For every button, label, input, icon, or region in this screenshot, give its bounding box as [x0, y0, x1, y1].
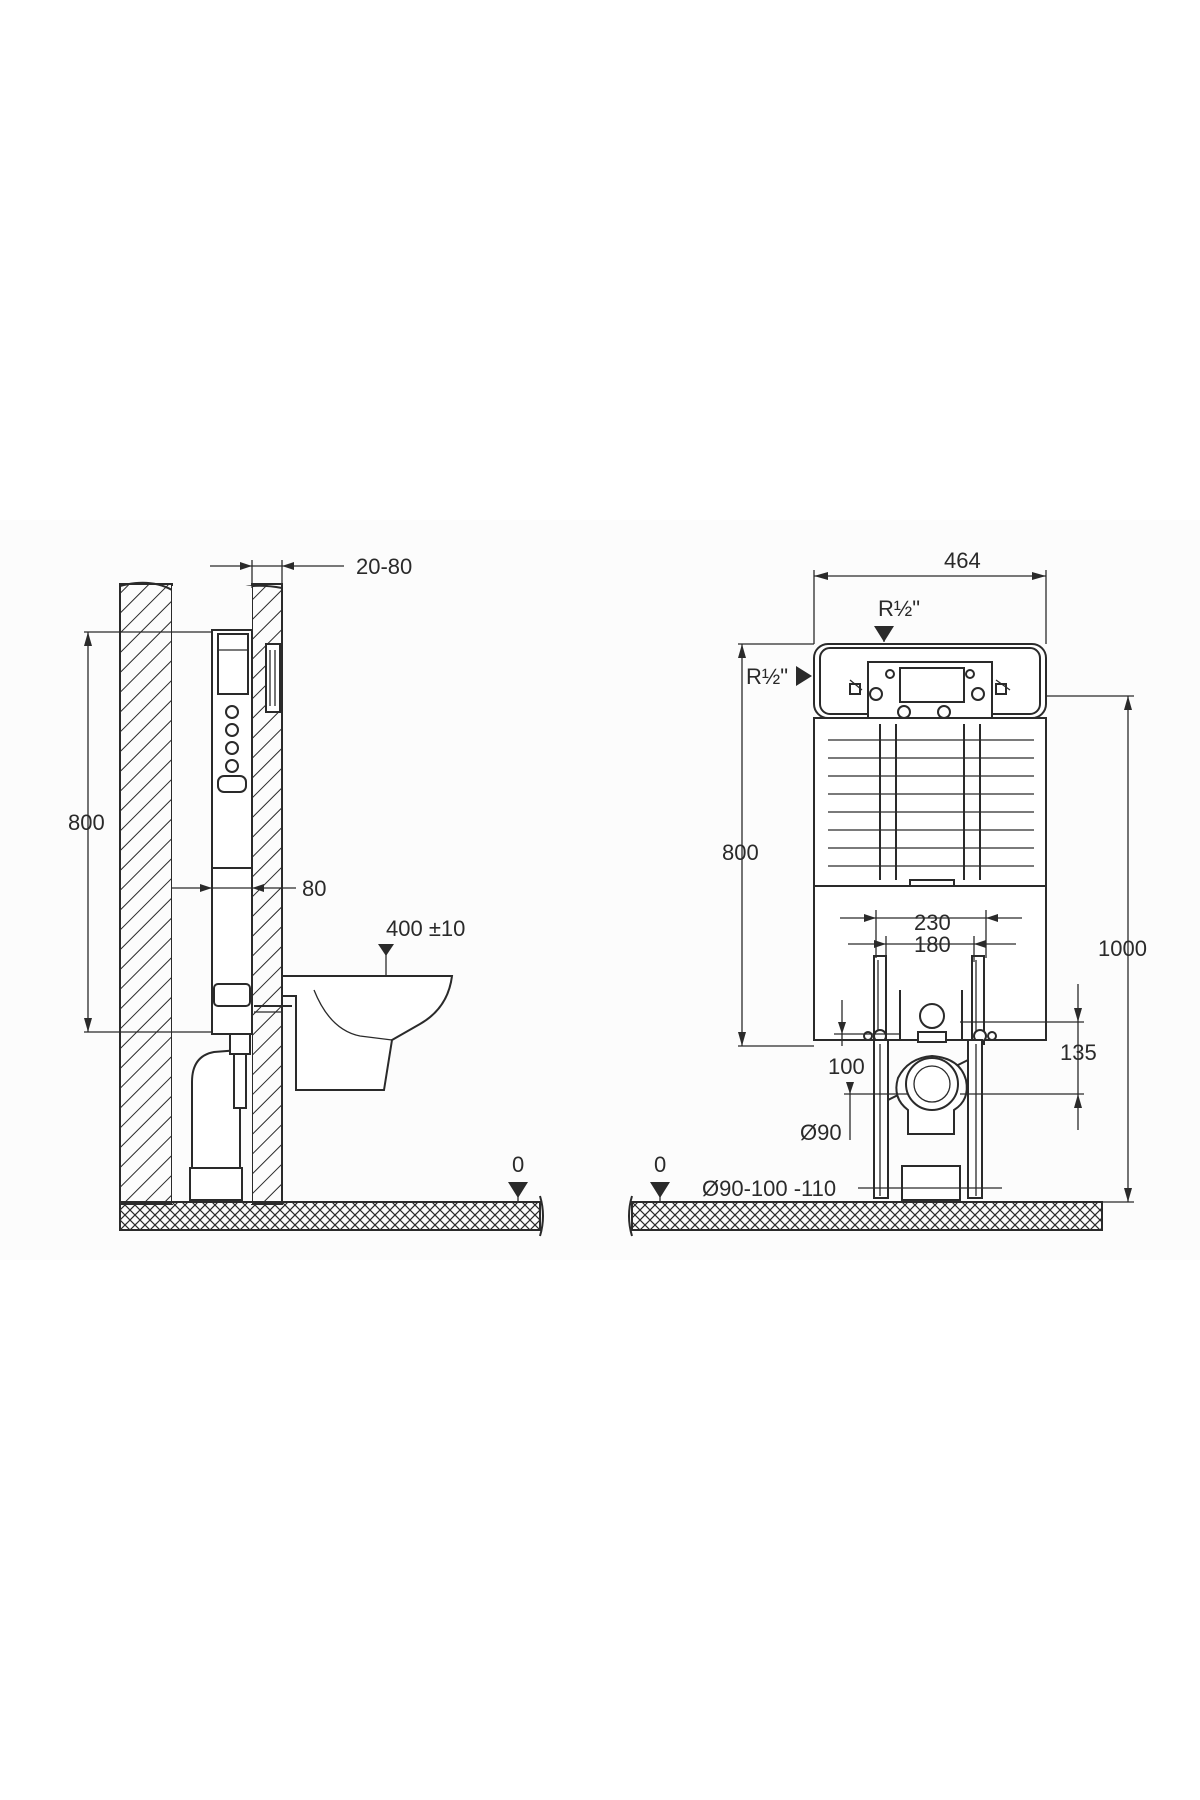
wall-hatched-left [119, 583, 173, 1205]
label-bowl-height: 400 ±10 [386, 916, 465, 941]
marker-floor-side: 0 [508, 1152, 528, 1202]
floor-front [628, 1195, 1103, 1237]
cistern [813, 643, 1047, 723]
label-outlet-diameter: Ø90 [800, 1120, 842, 1145]
label-inlet-offset: 100 [828, 1054, 865, 1079]
dim-bolt-spacing-inner: 180 [848, 932, 1016, 962]
label-frame-depth: 80 [302, 876, 326, 901]
label-cistern-width: 464 [944, 548, 981, 573]
dim-cistern-width: 464 [813, 548, 1047, 644]
dim-drain-diameter: Ø90-100 -110 [702, 1176, 1002, 1201]
label-top-inlet: R½" [878, 596, 920, 621]
outlet-pipe [895, 1054, 968, 1201]
dim-bolt-spacing-outer: 230 [840, 910, 1022, 958]
dim-cistern-height: 800 [722, 643, 814, 1047]
cistern-body [813, 717, 1047, 895]
label-outlet-offset: 135 [1060, 1040, 1097, 1065]
dim-frame-height: 800 [68, 631, 212, 1033]
dim-wall-gap: 20-80 [210, 554, 412, 588]
front-view: 464 R½" R½" 800 1000 [628, 548, 1147, 1237]
frame-legs [873, 1039, 983, 1199]
floor-side [119, 1195, 544, 1237]
dim-inlet-offset: 100 [828, 1000, 900, 1079]
label-floor-side: 0 [512, 1152, 524, 1177]
dim-frame-depth: 80 [172, 876, 326, 901]
label-side-inlet: R½" [746, 664, 788, 689]
marker-bowl-height: 400 ±10 [378, 916, 465, 976]
marker-top-inlet: R½" [874, 596, 920, 642]
dim-outlet-diameter: Ø90 [800, 1082, 908, 1145]
dim-outlet-offset: 135 [960, 984, 1097, 1130]
dim-overall-height: 1000 [1046, 695, 1147, 1203]
label-wall-gap: 20-80 [356, 554, 412, 579]
label-floor-front: 0 [654, 1152, 666, 1177]
label-bolt-spacing-outer: 230 [914, 910, 951, 935]
drain-pipe [189, 1033, 251, 1201]
side-view: 20-80 800 80 400 ±10 0 [68, 554, 544, 1237]
flush-plate [265, 643, 281, 713]
label-overall-height: 1000 [1098, 936, 1147, 961]
label-drain-diameter: Ø90-100 -110 [702, 1176, 836, 1201]
marker-side-inlet: R½" [746, 664, 812, 689]
label-cistern-height: 800 [722, 840, 759, 865]
marker-floor-front: 0 [650, 1152, 670, 1202]
toilet-bowl [254, 975, 454, 1091]
label-frame-height: 800 [68, 810, 105, 835]
label-bolt-spacing-inner: 180 [914, 932, 951, 957]
frame-column [211, 629, 253, 1035]
